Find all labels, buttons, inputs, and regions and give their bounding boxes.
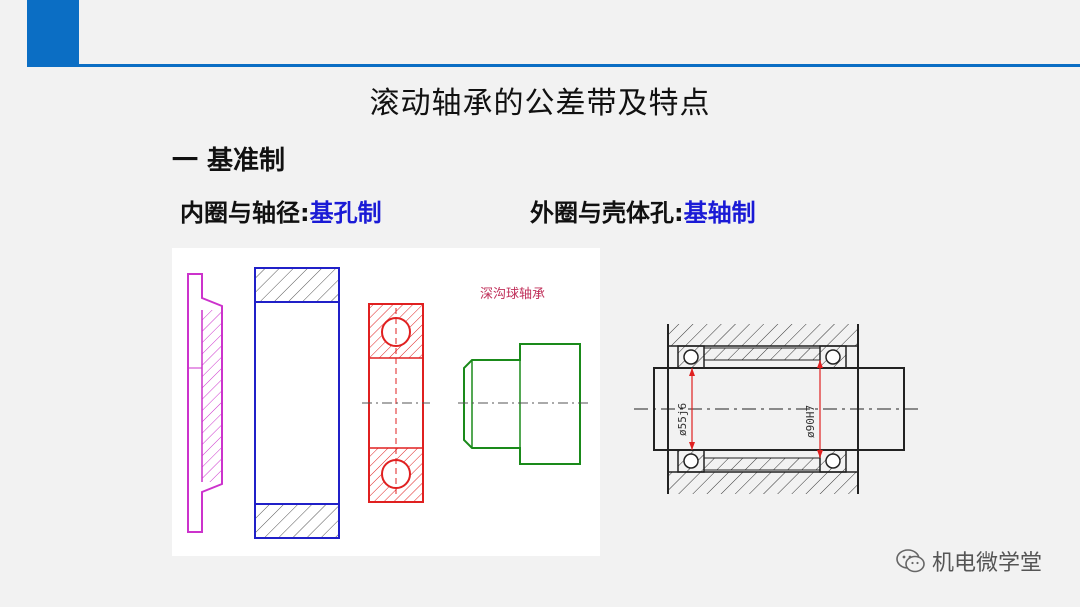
section-heading: 一 基准制 bbox=[172, 146, 286, 176]
outer-ring-prefix: 外圈与壳体孔: bbox=[530, 199, 684, 227]
header-rule bbox=[27, 64, 1080, 67]
housing-part bbox=[254, 267, 340, 539]
end-cap-part bbox=[187, 273, 223, 533]
header-accent-block bbox=[27, 0, 79, 64]
housing-dimension: ø90H7 bbox=[804, 405, 817, 438]
outer-ring-label: 外圈与壳体孔:基轴制 bbox=[530, 193, 756, 228]
outer-ring-system: 基轴制 bbox=[683, 199, 756, 227]
wechat-icon bbox=[896, 549, 925, 573]
shaft-dimension: ø55j6 bbox=[676, 403, 689, 436]
bearing-caption: 深沟球轴承 bbox=[480, 287, 545, 302]
inner-ring-label: 内圈与轴径:基孔制 bbox=[180, 193, 382, 228]
inner-ring-system: 基孔制 bbox=[309, 199, 382, 227]
watermark-text: 机电微学堂 bbox=[931, 551, 1042, 576]
exploded-assembly-figure: 深沟球轴承 bbox=[172, 248, 600, 556]
shaft-part bbox=[458, 343, 592, 465]
bearing-part bbox=[362, 303, 430, 503]
inner-ring-prefix: 内圈与轴径: bbox=[180, 199, 310, 227]
slide-title: 滚动轴承的公差带及特点 bbox=[369, 86, 711, 121]
watermark: 机电微学堂 bbox=[896, 545, 1042, 577]
assembled-section-figure: ø55j6 ø90H7 bbox=[628, 318, 920, 500]
